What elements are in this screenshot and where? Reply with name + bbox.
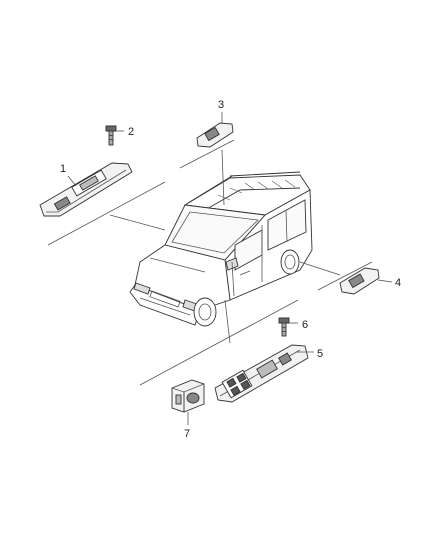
screw-2 [105,125,117,146]
window-switch-4 [339,267,380,295]
screw-6 [278,317,290,337]
window-switch-panel-1 [39,162,133,217]
callout-3: 3 [218,99,224,111]
callout-6: 6 [302,319,308,331]
master-switch-panel-5 [214,344,309,403]
window-switch-3 [196,122,234,148]
leader-lines [47,139,373,386]
callout-5: 5 [317,348,323,360]
vehicle-illustration [129,171,313,327]
callout-2: 2 [128,126,134,138]
callout-1: 1 [60,163,66,175]
callout-leaders [67,112,393,425]
callout-7: 7 [184,428,190,440]
mirror-switch-7 [171,379,205,413]
callout-4: 4 [395,277,401,289]
